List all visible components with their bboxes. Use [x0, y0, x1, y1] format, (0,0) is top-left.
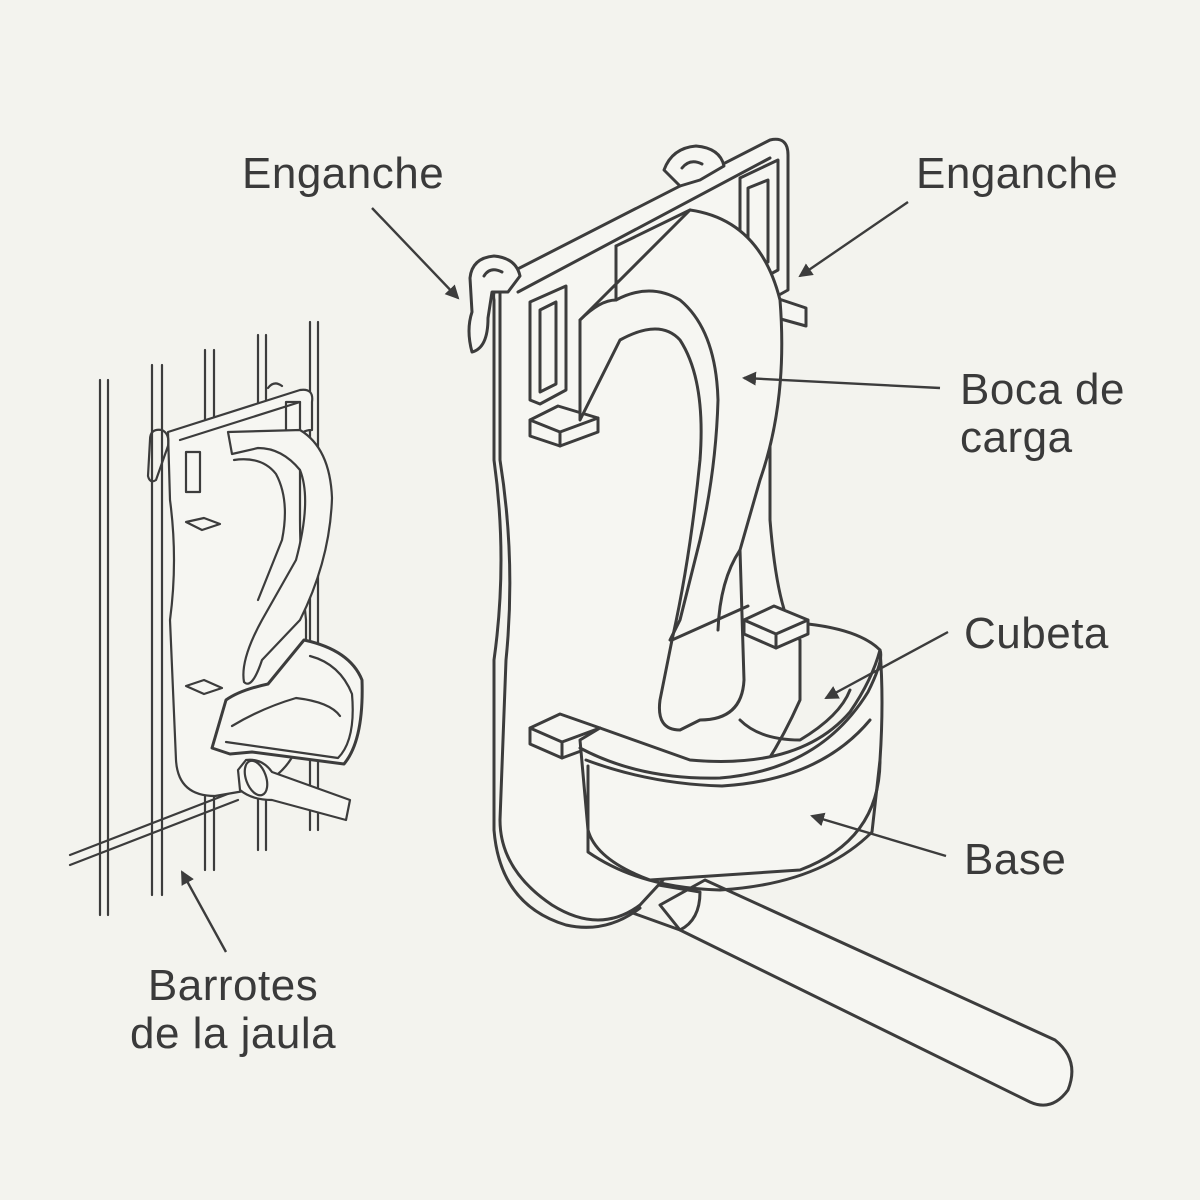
- leader-arrows: [180, 201, 949, 953]
- arrow-base: [810, 812, 947, 858]
- label-boca-line1: Boca de: [960, 365, 1125, 414]
- label-enganche-right: Enganche: [916, 149, 1119, 198]
- inset-mounted-feeder: [68, 320, 364, 917]
- inset-tube: [236, 758, 352, 822]
- inset-tray: [210, 638, 364, 766]
- hook-left: [467, 254, 522, 354]
- arrow-enganche-left: [371, 207, 460, 300]
- loading-mouth: [578, 208, 784, 732]
- arrow-boca: [742, 371, 941, 390]
- label-barrotes-line2: de la jaula: [130, 1009, 337, 1058]
- base: [584, 718, 882, 892]
- arrow-barrotes: [180, 870, 228, 953]
- label-enganche-left: Enganche: [242, 149, 445, 198]
- main-feeder: [467, 137, 1074, 1107]
- label-boca-line2: carga: [960, 413, 1073, 462]
- arrow-enganche-right: [798, 201, 909, 278]
- arrow-cubeta: [824, 630, 949, 700]
- hook-right: [662, 144, 726, 188]
- inset-hook-left: [146, 428, 170, 483]
- spout-tube: [658, 878, 1074, 1107]
- label-cubeta: Cubeta: [964, 609, 1109, 658]
- label-boca-de-carga: Boca de carga: [960, 366, 1125, 462]
- label-barrotes-line1: Barrotes: [147, 961, 319, 1010]
- inset-loading-mouth: [226, 428, 334, 685]
- label-barrotes-de-la-jaula: Barrotes de la jaula: [130, 962, 336, 1058]
- label-base: Base: [964, 835, 1067, 884]
